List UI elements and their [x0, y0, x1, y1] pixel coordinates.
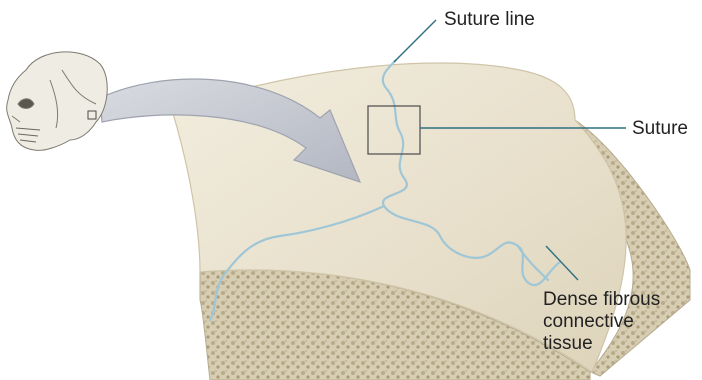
label-dense-line-1: Dense fibrous — [543, 289, 660, 311]
skull-icon — [7, 52, 108, 151]
label-suture-line: Suture line — [444, 9, 535, 31]
label-suture: Suture — [632, 118, 688, 140]
label-dense-fibrous-tissue: Dense fibrous connective tissue — [543, 289, 660, 355]
leader-suture-line — [394, 20, 436, 62]
label-dense-line-3: tissue — [543, 333, 660, 355]
label-dense-line-2: connective — [543, 311, 660, 333]
